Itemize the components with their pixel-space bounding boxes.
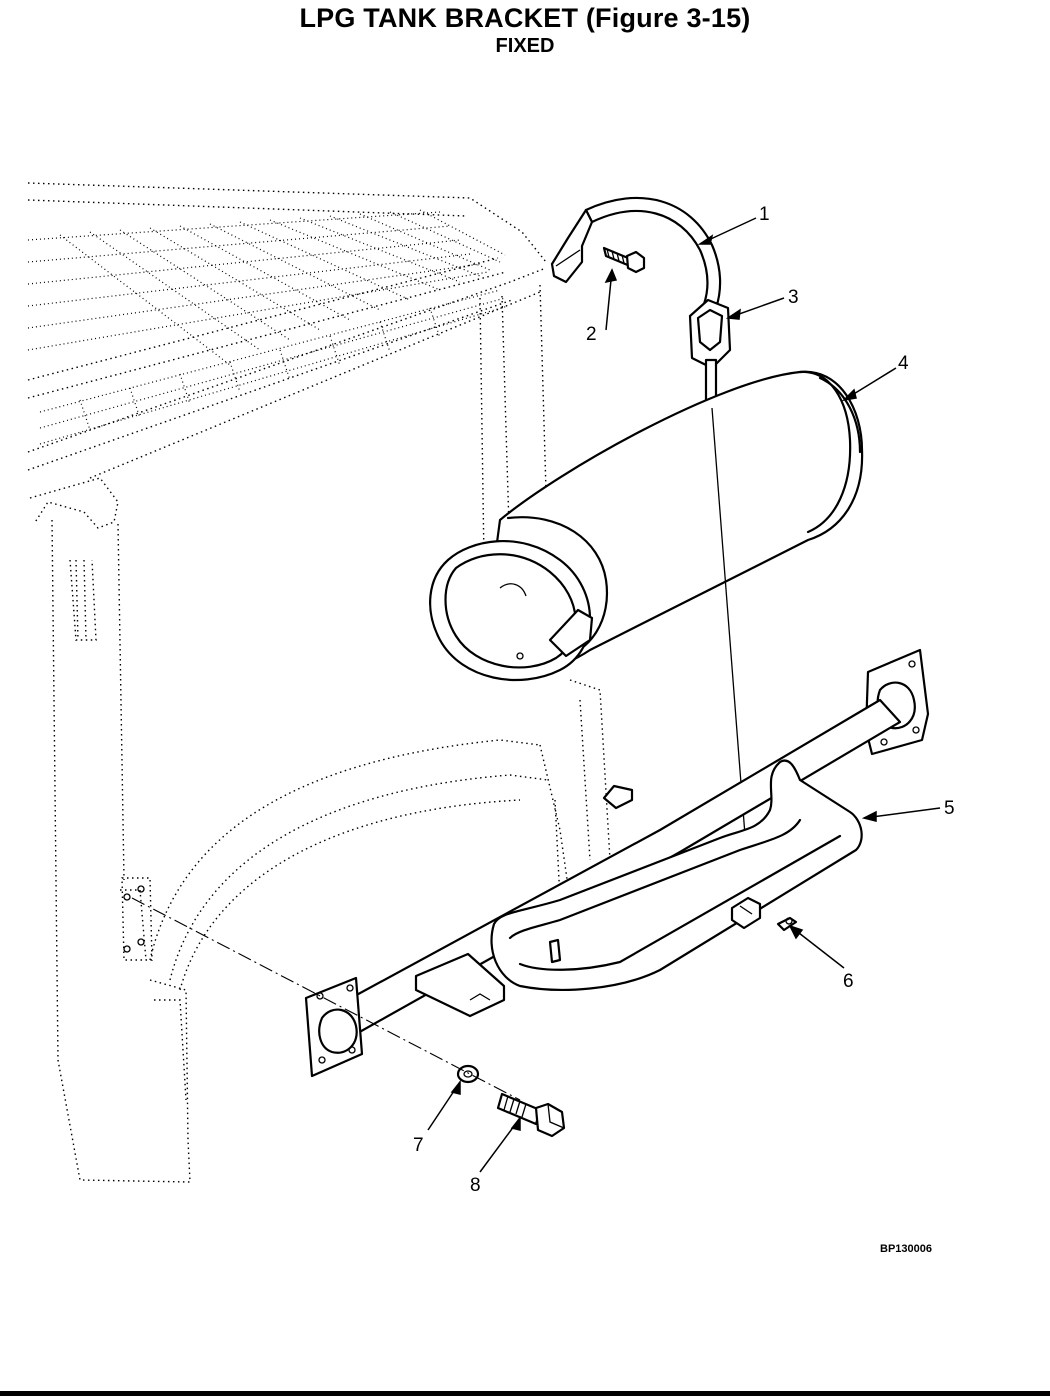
latch-rod [711, 407, 751, 901]
bottom-rule [0, 1391, 1050, 1396]
callout-4: 4 [898, 353, 909, 374]
pin-part-6 [776, 916, 798, 932]
callout-2: 2 [586, 324, 597, 345]
callout-3: 3 [788, 287, 799, 308]
callout-7: 7 [413, 1135, 424, 1156]
bolt-part-2 [602, 246, 646, 274]
mounting-centerline [131, 897, 521, 1101]
washer-part-7 [456, 1064, 480, 1084]
page-header: LPG TANK BRACKET (Figure 3-15) FIXED [0, 0, 1050, 58]
lpg-tank-part-4 [429, 370, 864, 682]
page-subtitle: FIXED [495, 35, 555, 57]
figure-code: BP130006 [880, 1243, 932, 1255]
page-title: LPG TANK BRACKET (Figure 3-15) [299, 3, 751, 33]
callout-leaders [427, 217, 941, 1173]
callout-5: 5 [944, 798, 955, 819]
strap-latch-part-3 [688, 298, 732, 412]
tank-bracket-part-5 [304, 648, 930, 1078]
callout-8: 8 [470, 1175, 481, 1196]
callout-1: 1 [759, 204, 770, 225]
callout-6: 6 [843, 971, 854, 992]
mounting-bolt-part-8 [496, 1092, 566, 1138]
callout-arrowheads [450, 234, 877, 1131]
